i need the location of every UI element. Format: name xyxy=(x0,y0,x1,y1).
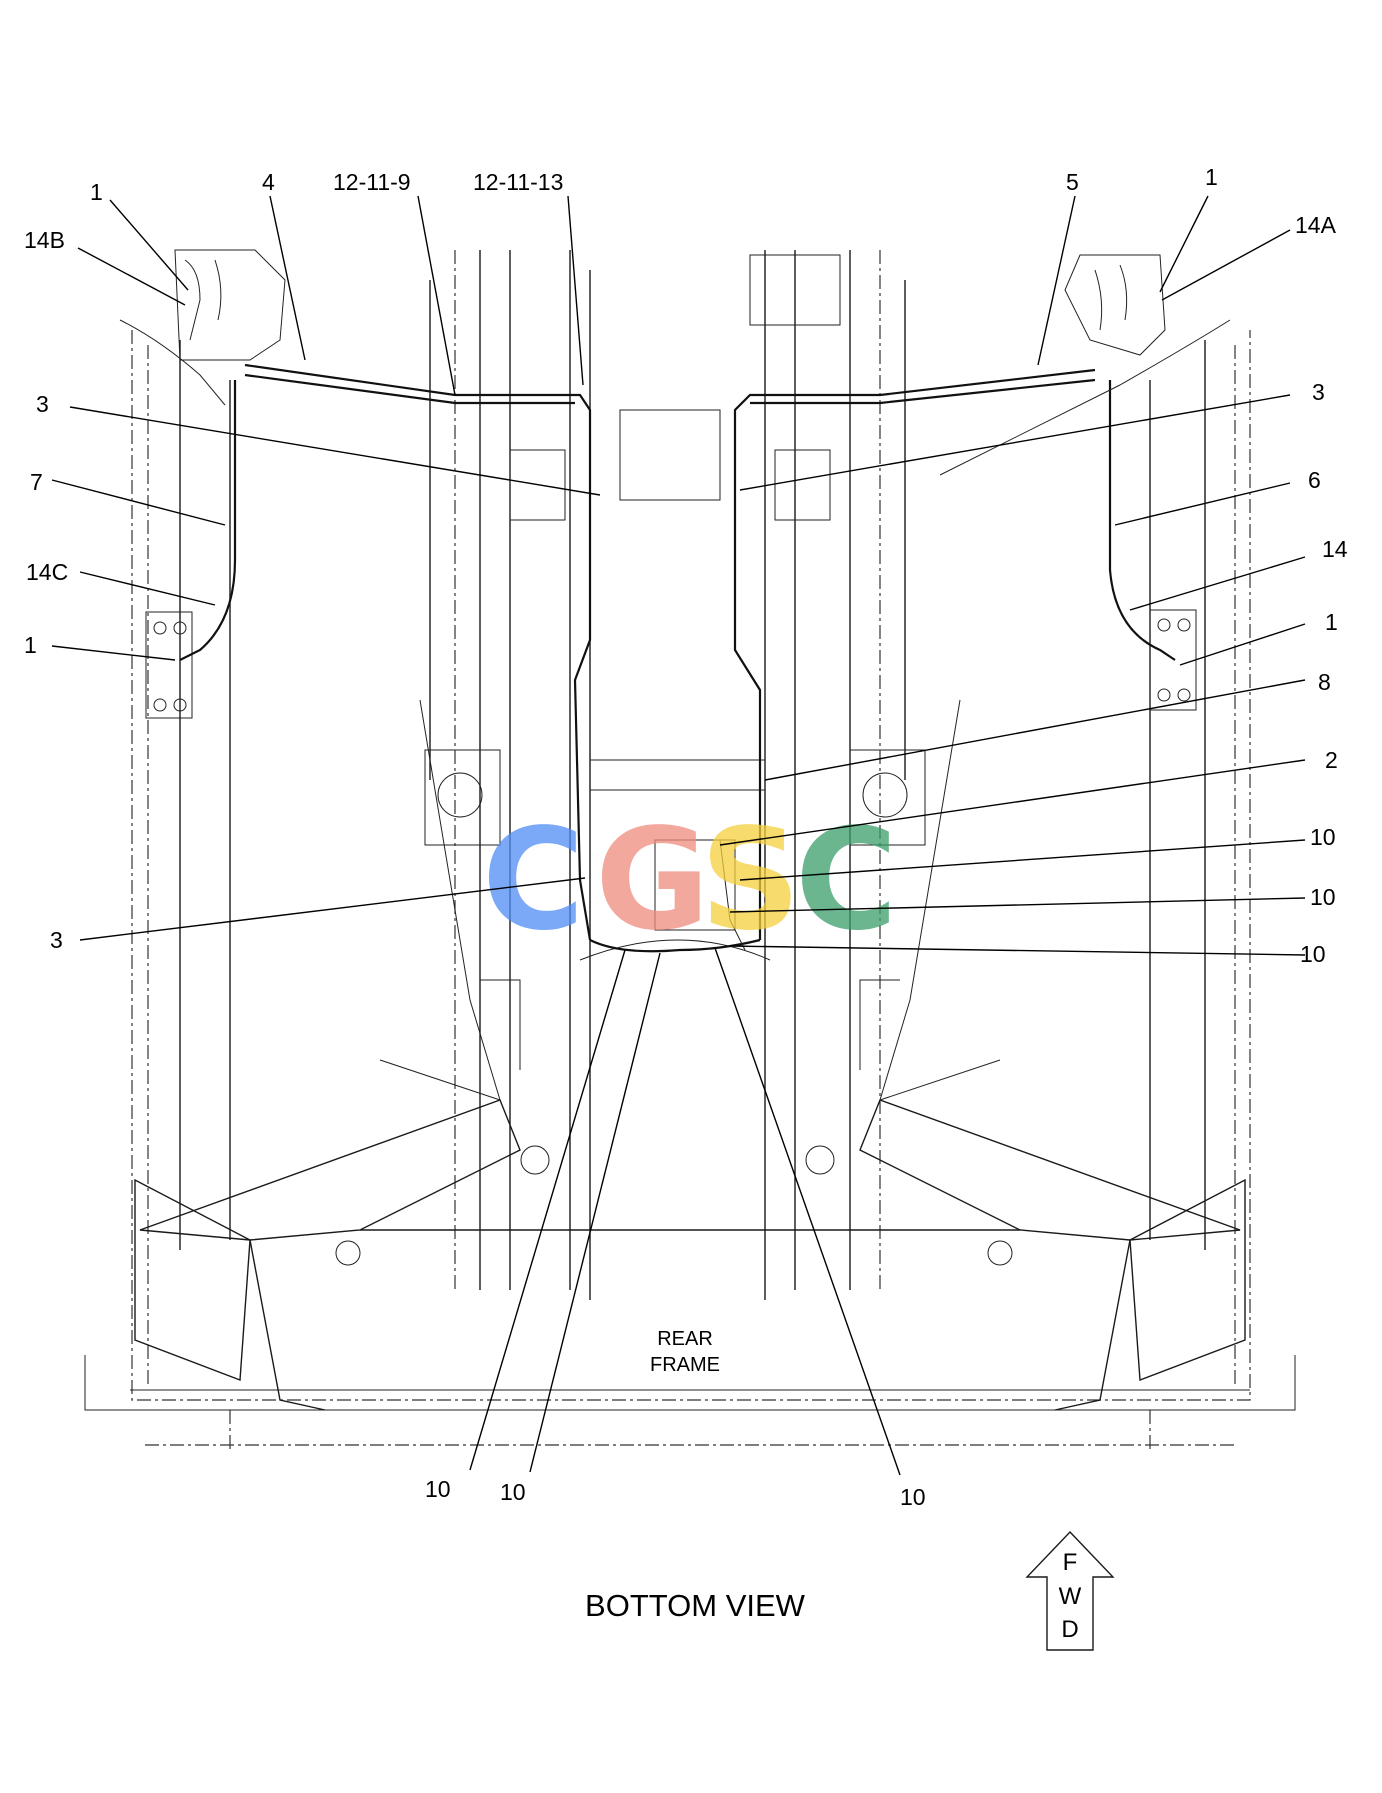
callout-label: 10 xyxy=(500,1479,526,1505)
center-frame xyxy=(424,250,926,1300)
callout-label: 6 xyxy=(1308,467,1321,493)
callout-label: 3 xyxy=(1312,379,1325,405)
callout-label: 1 xyxy=(90,179,103,205)
hose-routing xyxy=(119,319,1231,953)
callout-label: 1 xyxy=(1325,609,1338,635)
callout-label: 2 xyxy=(1325,747,1338,773)
forward-arrow-icon: F W D xyxy=(1025,1530,1115,1651)
frame-label-line: FRAME xyxy=(650,1354,720,1376)
callout-label: 8 xyxy=(1318,669,1331,695)
right-upright xyxy=(1064,254,1206,1250)
watermark-letter: G xyxy=(595,799,710,962)
callout-label: 14A xyxy=(1295,212,1337,238)
rear-frame-label: REAR FRAME xyxy=(650,1328,720,1376)
callout-label: 3 xyxy=(36,391,49,417)
watermark: C G S C xyxy=(482,799,898,962)
watermark-letter: C xyxy=(795,799,898,962)
callout-label: 1 xyxy=(24,632,37,658)
direction-letter: D xyxy=(1061,1616,1078,1643)
callouts: 1 14B 4 12-11-9 12-11-13 5 1 14A 3 3 7 6… xyxy=(24,164,1348,1510)
callout-label: 7 xyxy=(30,469,43,495)
callout-label: 4 xyxy=(262,169,275,195)
direction-letter: W xyxy=(1059,1583,1082,1610)
callout-label: 12-11-9 xyxy=(333,169,411,195)
callout-label: 5 xyxy=(1066,169,1079,195)
callout-label: 10 xyxy=(900,1484,926,1510)
leader-lines xyxy=(51,195,1306,1476)
direction-letter: F xyxy=(1063,1549,1078,1576)
callout-label: 14 xyxy=(1322,536,1348,562)
callout-label: 14B xyxy=(24,227,65,253)
callout-label: 10 xyxy=(1310,884,1336,910)
callout-label: 10 xyxy=(1310,824,1336,850)
view-title: BOTTOM VIEW xyxy=(585,1588,806,1623)
callout-label: 14C xyxy=(26,559,68,585)
left-upright xyxy=(145,249,286,1250)
frame-label-line: REAR xyxy=(657,1328,713,1350)
callout-label: 10 xyxy=(1300,941,1326,967)
callout-label: 3 xyxy=(50,927,63,953)
callout-label: 10 xyxy=(425,1476,451,1502)
callout-label: 12-11-13 xyxy=(473,169,563,195)
watermark-letter: S xyxy=(700,799,801,962)
callout-label: 1 xyxy=(1205,164,1218,190)
rear-frame xyxy=(134,699,1246,1411)
frame-outline xyxy=(84,330,1296,1450)
